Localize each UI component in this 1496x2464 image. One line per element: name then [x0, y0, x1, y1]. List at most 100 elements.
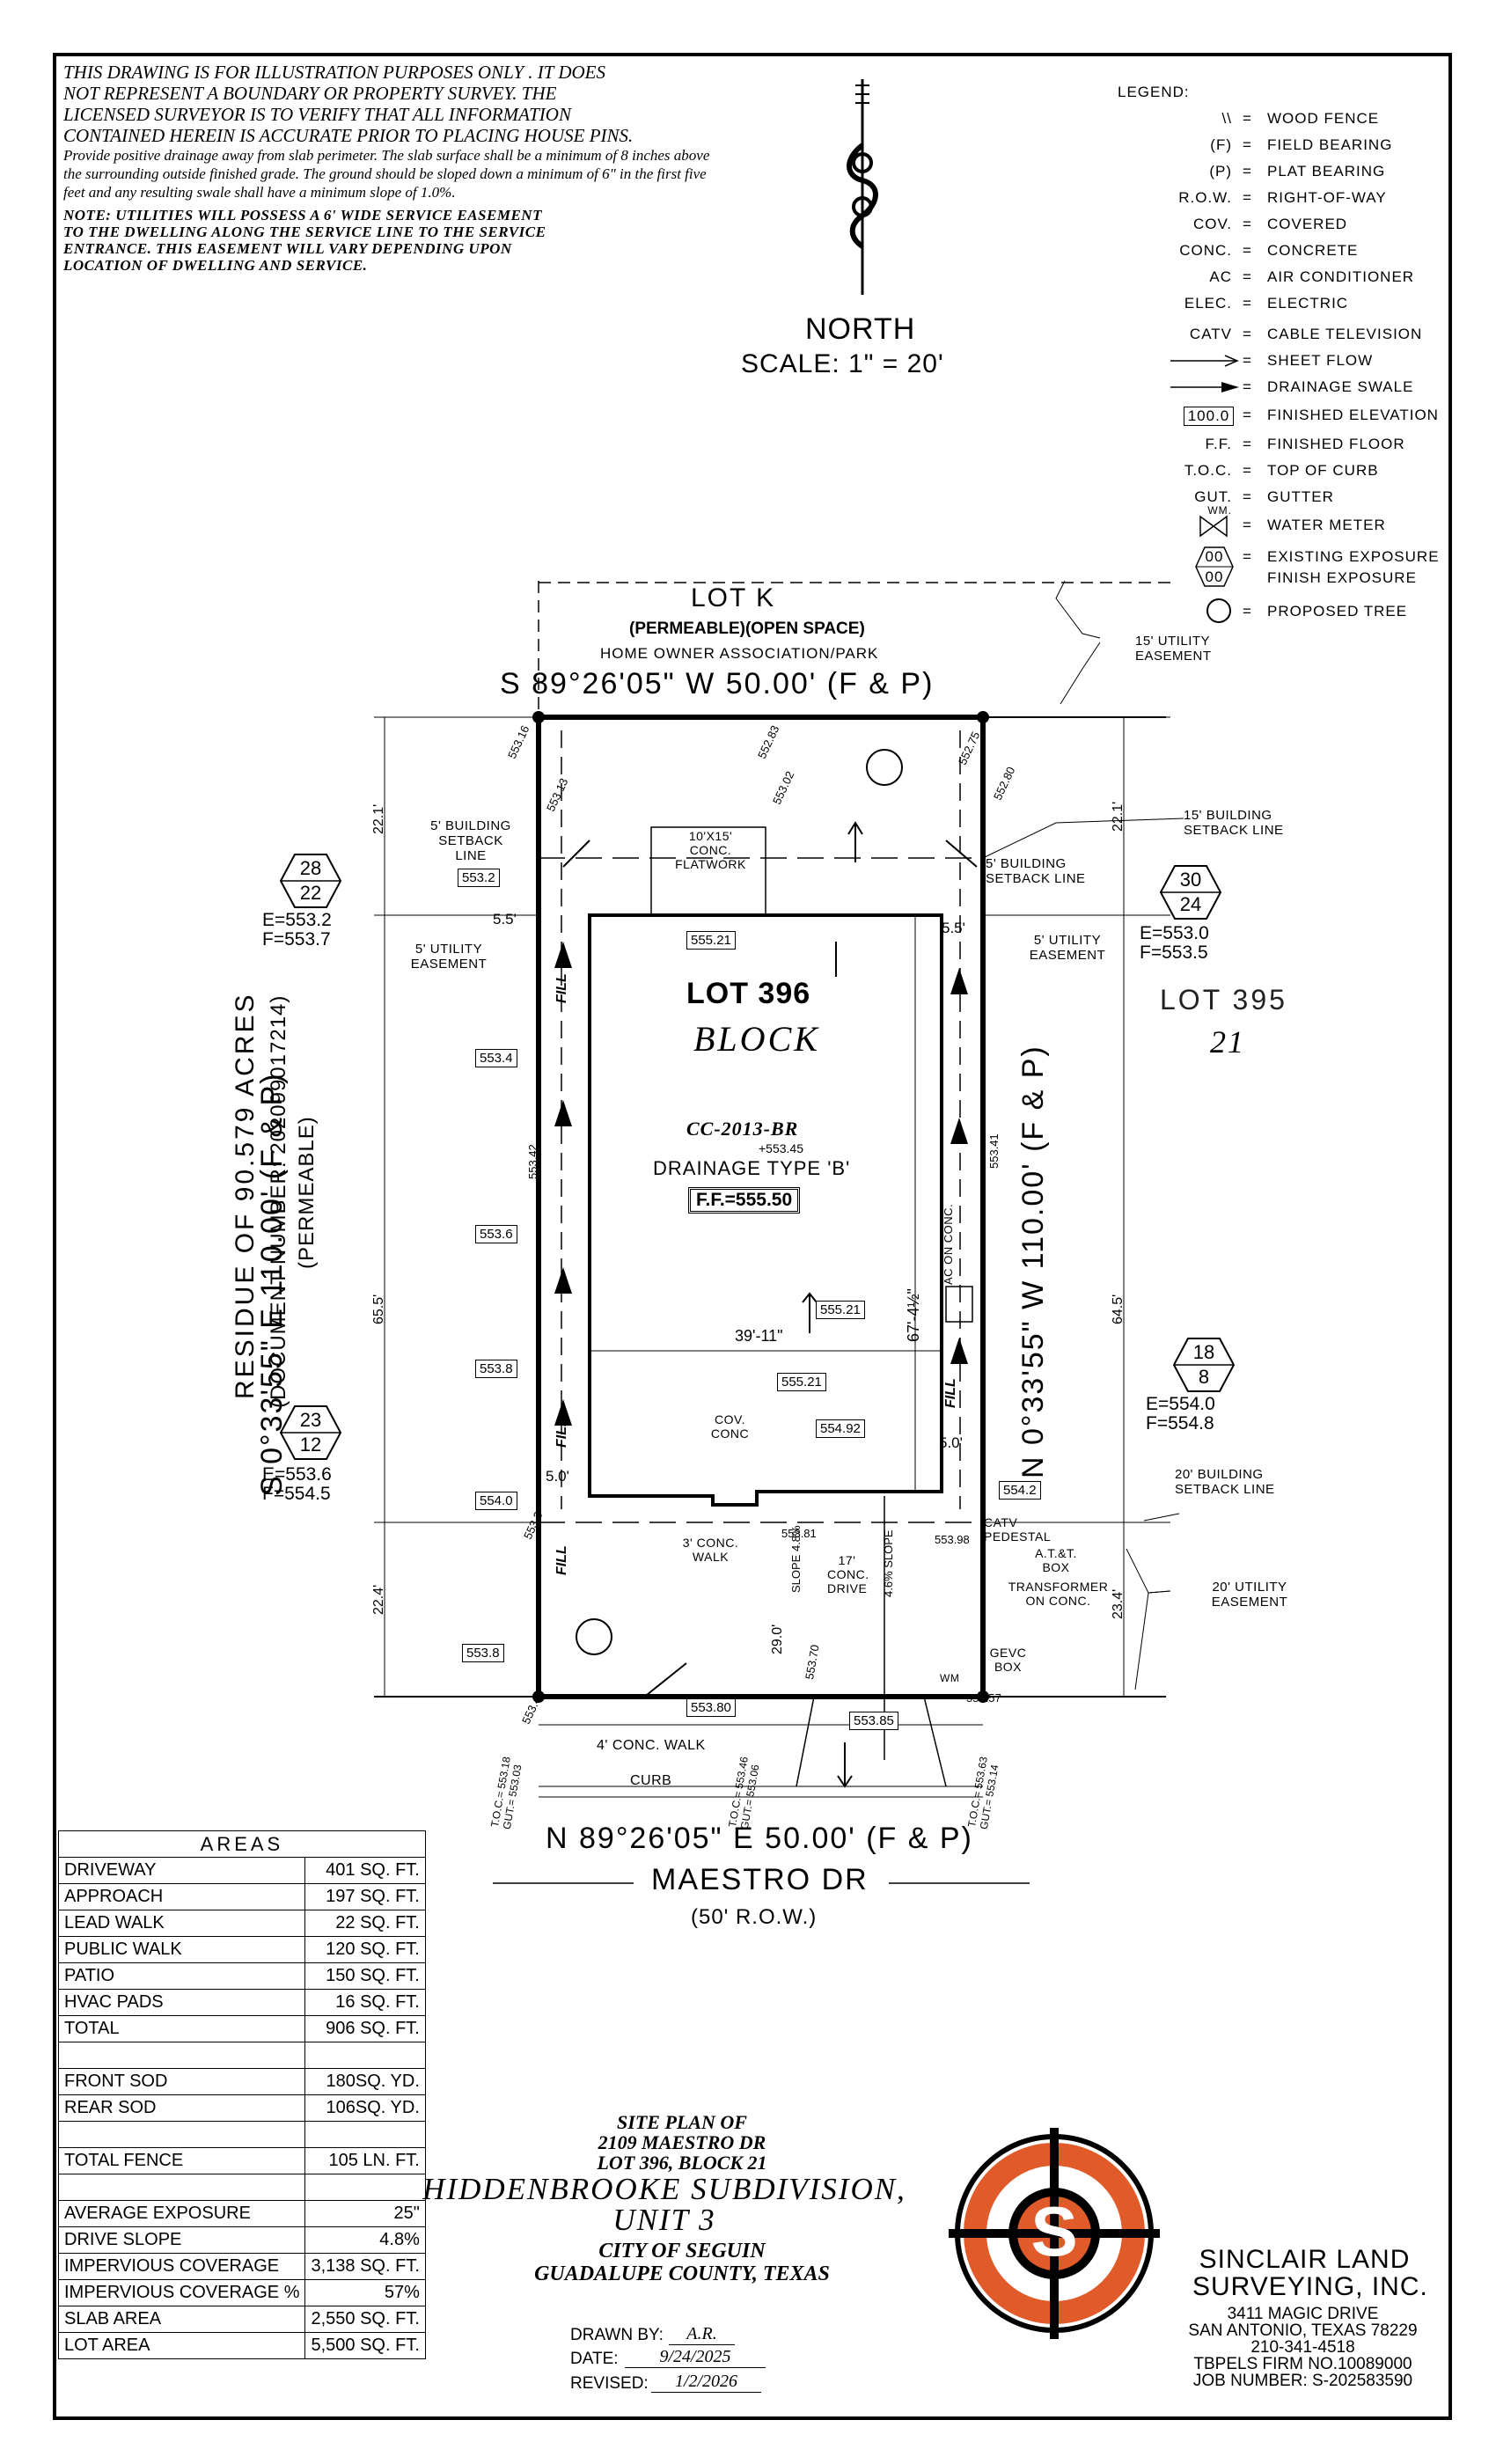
areas-row — [57, 2042, 426, 2069]
legend-equals: = — [1243, 436, 1252, 452]
spot-elevation: 553.41 — [987, 1133, 1001, 1169]
water-meter-label: WM — [940, 1672, 960, 1684]
spot-elevation: 553.57 — [966, 1691, 1001, 1705]
drawn-by-value: A.R. — [669, 2324, 735, 2345]
areas-value: 5,500 SQ. FT. — [304, 2332, 426, 2359]
disclaimer-line-4: CONTAINED HEREIN IS ACCURATE PRIOR TO PL… — [63, 125, 634, 146]
legend-equals: = — [1243, 407, 1252, 423]
areas-label: TOTAL FENCE — [57, 2147, 306, 2174]
legend-title: LEGEND: — [1118, 84, 1190, 100]
areas-label: LEAD WALK — [57, 1910, 306, 1937]
utility-easement-15: 15' UTILITY EASEMENT — [1135, 634, 1212, 664]
revised-label: REVISED: — [570, 2374, 649, 2393]
north-arrow-icon — [847, 79, 878, 295]
legend-equals: = — [1243, 352, 1252, 369]
legend-description: FINISH EXPOSURE — [1267, 569, 1417, 586]
areas-label: PUBLIC WALK — [57, 1936, 306, 1963]
areas-title: AREAS — [58, 1830, 426, 1858]
revised-value: 1/2/2026 — [651, 2372, 761, 2393]
residue-permeable: (PERMEABLE) — [295, 1116, 319, 1269]
legend-symbol: F.F. — [1205, 436, 1232, 452]
flatwork-label: 10'X15' CONC. FLATWORK — [675, 829, 746, 871]
areas-value: 906 SQ. FT. — [304, 2015, 426, 2042]
curb-label: CURB — [630, 1773, 672, 1788]
utility-easement-20: 20' UTILITY EASEMENT — [1211, 1580, 1288, 1610]
disclaimer-line-2: NOT REPRESENT A BOUNDARY OR PROPERTY SUR… — [63, 83, 557, 104]
areas-value: 150 SQ. FT. — [304, 1962, 426, 1990]
driveway-label: 17' CONC. DRIVE — [827, 1553, 869, 1595]
areas-label: IMPERVIOUS COVERAGE % — [57, 2279, 306, 2306]
fill-label: FILL — [943, 1378, 958, 1408]
utility-easement-5-east: 5' UTILITY EASEMENT — [1029, 933, 1106, 963]
legend-description: PROPOSED TREE — [1267, 603, 1408, 620]
legend-symbol: 00 — [1205, 568, 1224, 585]
areas-value: 3,138 SQ. FT. — [304, 2253, 426, 2280]
areas-label: PATIO — [57, 1962, 306, 1990]
legend-equals: = — [1243, 517, 1252, 533]
legend-equals: = — [1243, 378, 1252, 395]
dim-side-east-top: 5.5' — [942, 920, 965, 936]
areas-value: 16 SQ. FT. — [304, 1989, 426, 2016]
legend-symbol: COV. — [1192, 216, 1232, 232]
legend-symbol: AC — [1209, 268, 1232, 285]
elev-box: 553.4 — [475, 1049, 517, 1067]
areas-row: IMPERVIOUS COVERAGE %57% — [57, 2279, 426, 2306]
legend-equals: = — [1243, 326, 1252, 342]
legend-equals: = — [1243, 163, 1252, 180]
legend-description: PLAT BEARING — [1267, 163, 1386, 180]
spot-elevation: 553.98 — [935, 1533, 970, 1546]
elev-box: 553.8 — [475, 1360, 517, 1378]
north-label: NORTH — [805, 312, 916, 346]
legend-symbol: 100.0 — [1184, 407, 1234, 426]
building-setback-20: 20' BUILDING SETBACK LINE — [1175, 1467, 1275, 1497]
residue-document: (DOCUMENT NUMBER: 202099017214) — [267, 994, 290, 1408]
dim-rear-east: 23.4' — [1111, 1588, 1126, 1619]
areas-value: 22 SQ. FT. — [304, 1910, 426, 1937]
tree-icon — [1206, 598, 1232, 628]
spot-elevation: 553.81 — [781, 1527, 817, 1540]
lot-k-subtitle: (PERMEABLE)(OPEN SPACE) — [629, 620, 865, 638]
areas-value — [304, 2174, 426, 2201]
finished-floor: F.F.=555.50 — [688, 1187, 801, 1214]
building-setback-15: 15' BUILDING SETBACK LINE — [1184, 808, 1284, 838]
north-bearing: S 89°26'05" W 50.00' (F & P) — [500, 667, 935, 700]
legend-symbol: CONC. — [1179, 242, 1232, 259]
legend-description: CONCRETE — [1267, 242, 1359, 259]
areas-label: TOTAL — [57, 2015, 306, 2042]
elev-box: 553.80 — [686, 1698, 736, 1717]
areas-row — [57, 2121, 426, 2148]
drive-slope-right: 4.6% SLOPE — [882, 1529, 895, 1597]
subdivision-title: HIDDENBROOKE SUBDIVISION, UNIT 3 — [422, 2172, 906, 2237]
legend-symbol: (P) — [1209, 163, 1232, 180]
dim-mid-east: 64.5' — [1111, 1294, 1126, 1324]
company-address: 3411 MAGIC DRIVE SAN ANTONIO, TEXAS 7822… — [1188, 2305, 1418, 2390]
right-of-way: (50' R.O.W.) — [691, 1905, 818, 1929]
title-line-3: LOT 396, BLOCK 21 — [597, 2152, 767, 2174]
lead-walk-label: 3' CONC. WALK — [682, 1536, 739, 1564]
dim-mid-west: 65.5' — [371, 1294, 386, 1324]
elev-box: 553.2 — [458, 869, 500, 887]
public-walk-label: 4' CONC. WALK — [597, 1738, 706, 1753]
legend-description: RIGHT-OF-WAY — [1267, 189, 1387, 206]
building-setback-5-east: 5' BUILDING SETBACK LINE — [986, 856, 1086, 886]
east-bearing: N 0°33'55" W 110.00' (F & P) — [1016, 1045, 1050, 1478]
legend-symbol: (F) — [1210, 136, 1232, 153]
disclaimer-line-1: THIS DRAWING IS FOR ILLUSTRATION PURPOSE… — [63, 62, 605, 83]
ac-pad-label: AC ON CONC. — [942, 1203, 955, 1285]
street-name: MAESTRO DR — [651, 1863, 869, 1896]
